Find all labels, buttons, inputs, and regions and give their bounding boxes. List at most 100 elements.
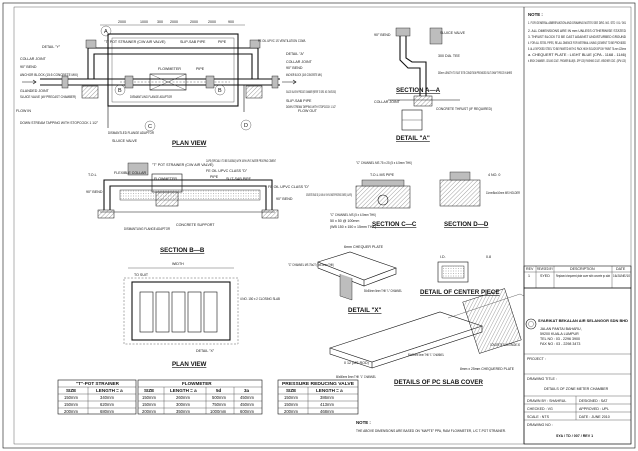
date: DATE : JUNE 2010 bbox=[579, 415, 610, 419]
label-pot-strainer: "T" POT STRAINER (C/W AIR VALVE) bbox=[104, 40, 165, 44]
label-pipe-top: PIPE bbox=[218, 40, 227, 44]
section-marker-a: A bbox=[104, 29, 108, 35]
table1-r3-length: 680mm bbox=[100, 409, 114, 414]
table1-h-size: SIZE bbox=[66, 388, 76, 393]
label-closing-slab: 4 NO. 150 x 2 CLOSING SLAB bbox=[240, 297, 280, 301]
table1-r1-length: 340mm bbox=[100, 395, 114, 400]
note-3: 3. THRUST BLOCK TO BE CAST AGAINST UNDIS… bbox=[528, 35, 626, 39]
label-slip-pipe-right: SLIP-SAB PIPE bbox=[286, 99, 312, 103]
note-2: 2. ALL DIMENSIONS ARE IN mm UNLESS OTHER… bbox=[528, 29, 626, 33]
plan-view-top: 2000 1000 300 2000 2000 2000 900 bbox=[16, 20, 336, 147]
table3-h-length: LENGTH = a bbox=[316, 388, 343, 393]
plan-view-bottom: WIDTH TO SUIT DETAIL "X" 4 NO. 150 x 2 C… bbox=[123, 262, 280, 368]
label-bend-right: 90° BEND bbox=[286, 66, 303, 70]
label-b-pot: "T" POT STRAINER (C/W AIR VALVE) bbox=[152, 163, 213, 167]
table1-title: "T"-POT STRAINER bbox=[76, 381, 120, 386]
table2-r3-c1: 200mm bbox=[142, 409, 156, 414]
table3-h-size: SIZE bbox=[286, 388, 296, 393]
label-dismantled-adaptor: DISMANTLED FLANGE ADAPTOR bbox=[108, 131, 154, 135]
label-c-wb: (WB 150 x 150 x 15mm THK) bbox=[330, 225, 376, 229]
drawing-no-label: DRAWING NO : bbox=[527, 423, 553, 427]
note-5b: b. BRICK CHAMBER - CEILING COAT - PROMIE… bbox=[528, 59, 626, 63]
label-d-holder: 11mmBox10mm MS HOLDER bbox=[486, 191, 520, 195]
label-x-channel: "C" CHANNEL MS 75x27 (5x4.5mm THK) bbox=[288, 263, 334, 267]
label-a-sluice: SLUICE VALVE bbox=[440, 31, 466, 35]
table1-r3-size: 200mm bbox=[64, 409, 78, 414]
rev-h-by: REVISED BY bbox=[537, 267, 553, 271]
label-c-channel-top: "C" CHANNEL MS 75 x 25 (5 x 4.5mm THK) bbox=[356, 161, 412, 165]
rev-r1-date: 16/JUNE/10 bbox=[613, 274, 630, 278]
table2-r1-c4: 450mm bbox=[240, 395, 254, 400]
section-b-title: SECTION B—B bbox=[160, 247, 205, 254]
detail-x-title: DETAIL "X" bbox=[348, 307, 382, 314]
pc-slab-cover: 0 12 (MS ROD) 80x80mm 5mm THK "L" CHANNE… bbox=[329, 288, 525, 386]
drawing-title-label: DRAWING TITLE : bbox=[527, 377, 557, 381]
pc-slab-title: DETAILS OF PC SLAB COVER bbox=[394, 379, 483, 386]
closing-slabs bbox=[139, 291, 218, 333]
note-1: 1. FOR GENERAL ABBREVIATION AND DRAWING … bbox=[528, 21, 626, 25]
address-4: FAX NO : 03 - 2298 3473 bbox=[540, 342, 580, 346]
label-downstream-left: DOWN STREAM TAPPING WITH STOPCOCK 1 1/2" bbox=[20, 121, 99, 125]
plan-view-bottom-title: PLAN VIEW bbox=[172, 361, 207, 368]
dim-4: 2000 bbox=[170, 20, 178, 24]
section-c-c: "C" CHANNEL MS 75 x 25 (5 x 4.5mm THK) T… bbox=[306, 161, 417, 229]
label-c-channel-bottom: "C" CHANNEL MS (5 x 4.5mm THK) bbox=[330, 213, 376, 217]
label-detail-a-ref: DETAIL "A" bbox=[286, 52, 305, 56]
label-b-upvc-top: FE OIL UPVC CLASS "D" bbox=[206, 169, 248, 173]
table2-r3-c3: 1000mm bbox=[210, 409, 227, 414]
label-b-collar: FLEXIBLE COLLAR bbox=[114, 171, 147, 175]
table1-r1-size: 150mm bbox=[64, 395, 78, 400]
label-pc-channel-mid: 80x80mm 5mm THK "L" CHANNEL bbox=[408, 353, 444, 357]
table1-h-length: LENGTH = a bbox=[96, 388, 123, 393]
slab-cover-outline bbox=[131, 281, 231, 341]
label-b-tol: T.O.L bbox=[88, 173, 97, 177]
label-b-dismantling: DISMANTLING FLANGE ADAPTOR bbox=[124, 227, 170, 231]
table3-r3-size: 200mm bbox=[284, 409, 298, 414]
table3-r2-size: 150mm bbox=[284, 402, 298, 407]
label-dismantling: DISMANTLING FLANGE ADAPTOR bbox=[130, 95, 172, 99]
detail-a: DETAIL "A" bbox=[396, 109, 430, 142]
label-collar-joint-left: COLLAR JOINT bbox=[20, 57, 47, 61]
label-anchor-right: ANCHOR BLOCK (15:5 CONCRETE MIX) bbox=[286, 73, 322, 77]
table3-r3-length: 468mm bbox=[320, 409, 334, 414]
detail-x: 6mm CHEQUER PLATE "C" CHANNEL MS 75x27 (… bbox=[288, 245, 402, 314]
label-flowmeter: FLOWMETER bbox=[158, 67, 181, 71]
table2-h-5d: 5d bbox=[216, 388, 222, 393]
title-block: SYARIKAT BEKALAN AIR SELANGOR SDN BHD JA… bbox=[523, 287, 632, 445]
label-vent-cowl: FE OIL UPVC 1S VENTILATION COWL bbox=[258, 39, 306, 43]
label-x-plate: 6mm CHEQUER PLATE bbox=[344, 245, 384, 249]
label-a-tee: 300 DIA. TEE bbox=[438, 54, 461, 58]
table2-r2-c1: 150mm bbox=[142, 402, 156, 407]
dim-7: 900 bbox=[228, 20, 234, 24]
table2-r1-c3: 500mm bbox=[212, 395, 226, 400]
label-collar-joint-right: COLLAR JOINT bbox=[286, 60, 313, 64]
rev-r1-rev: 1 bbox=[528, 274, 530, 278]
note-4: 4. FOR ALL STEEL PIPES, RE-ALL DMENCE FO… bbox=[528, 41, 626, 45]
checked-by: CHECKED : VG bbox=[527, 407, 553, 411]
rev-r1-by: SYED bbox=[540, 274, 550, 278]
designed-by: DESIGNED : SAT bbox=[579, 399, 608, 403]
label-to-suit: TO SUIT bbox=[134, 273, 149, 277]
notes-heading: NOTE : bbox=[528, 12, 543, 17]
label-center-thk: 0.8 bbox=[486, 255, 491, 259]
label-flow-out: FLOW OUT bbox=[298, 109, 318, 113]
inner-border bbox=[13, 6, 632, 445]
label-b-pipe: PIPE bbox=[210, 175, 219, 179]
approved-by: APPROVED : UPL bbox=[579, 407, 609, 411]
table2-r3-c4: 600mm bbox=[240, 409, 254, 414]
table2-r3-c2: 350mm bbox=[176, 409, 190, 414]
label-downstream-right: DOWN STREAM TAPPING WITH STOPCOCK 1 1/2" bbox=[286, 105, 336, 109]
label-a-bend: 90° BEND bbox=[374, 33, 391, 37]
scale: SCALE : NTS bbox=[527, 415, 550, 419]
section-marker-c: C bbox=[148, 124, 152, 130]
label-b-bend-right: 90° BEND bbox=[276, 197, 293, 201]
address-2: 59200 KUALA LUMPUR bbox=[540, 332, 579, 336]
notes-panel: NOTE : 1. FOR GENERAL ABBREVIATION AND D… bbox=[528, 12, 626, 63]
table2-r2-c3: 750mm bbox=[212, 402, 226, 407]
plan-view-top-title: PLAN VIEW bbox=[172, 140, 207, 147]
table-pressure-valve: PRESSURE REDUCING VALVE SIZE LENGTH = a … bbox=[277, 379, 359, 415]
label-sluice-right: SLUICE VALVE W/ PRECAST CHAMBER (REFER T… bbox=[286, 90, 336, 94]
label-sluice-left: SLUICE VALVE (W/ PRECAST CHAMBER) bbox=[20, 95, 76, 99]
table3-title: PRESSURE REDUCING VALVE bbox=[282, 381, 354, 386]
